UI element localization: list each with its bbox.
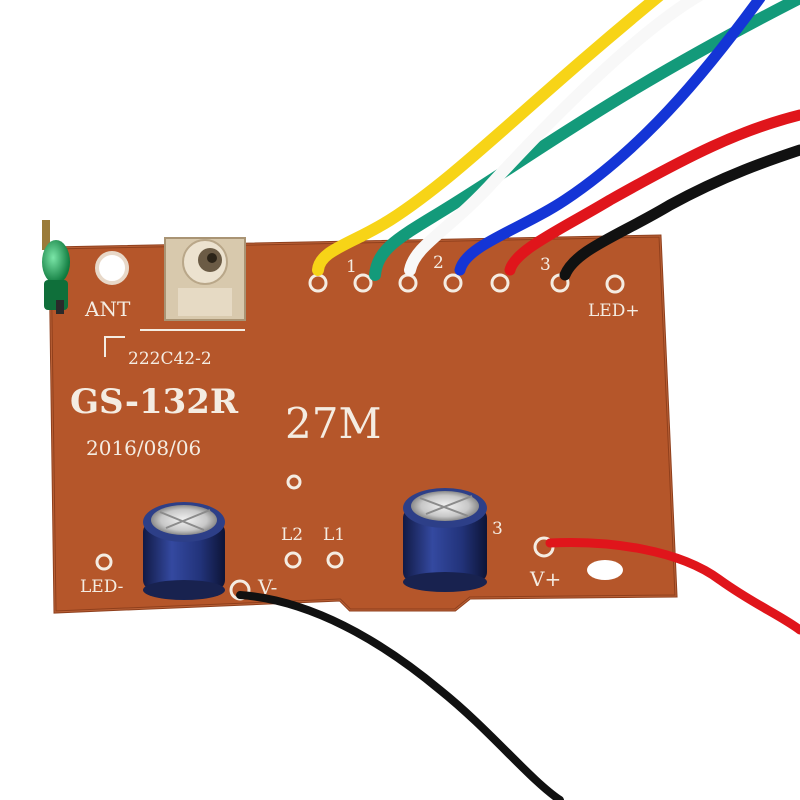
pad-1-label: 1	[346, 257, 357, 277]
pad-l2	[284, 551, 302, 569]
antenna-pad	[95, 251, 129, 285]
trimmer-coil	[164, 237, 246, 321]
led-minus-label: LED-	[80, 577, 123, 597]
green-led	[42, 220, 70, 314]
pad-3b-label: 3	[492, 519, 503, 539]
date-label: 2016/08/06	[86, 436, 201, 460]
capacitor-right	[403, 488, 487, 592]
wire-bundle	[236, 0, 800, 800]
ant-label: ANT	[84, 297, 131, 321]
l2-label: L2	[281, 525, 303, 545]
white-wire	[404, 0, 704, 276]
pad-led-minus	[95, 553, 113, 571]
v-minus-black-wire	[236, 591, 564, 800]
via-pad	[286, 474, 302, 490]
v-minus-label: V-	[257, 575, 277, 599]
part-code-label: 222C42-2	[128, 349, 212, 369]
pad-2-label: 2	[433, 253, 444, 273]
pad-3-label: 3	[540, 255, 551, 275]
v-plus-label: V+	[529, 567, 561, 591]
capacitor-left	[143, 502, 225, 600]
mount-hole	[587, 560, 623, 580]
frequency-label: 27M	[285, 399, 381, 448]
model-label: GS-132R	[70, 382, 239, 422]
black-wire	[559, 144, 800, 281]
red-wire	[504, 109, 800, 276]
pad-l1	[326, 551, 344, 569]
silkscreen-trace	[104, 336, 125, 357]
led-plus-label: LED+	[588, 301, 640, 321]
v-plus-red-wire	[545, 538, 800, 635]
blue-wire	[454, 0, 766, 276]
pcb-board-shade	[49, 235, 677, 613]
l1-label: L1	[323, 525, 345, 545]
yellow-wire	[312, 0, 664, 276]
